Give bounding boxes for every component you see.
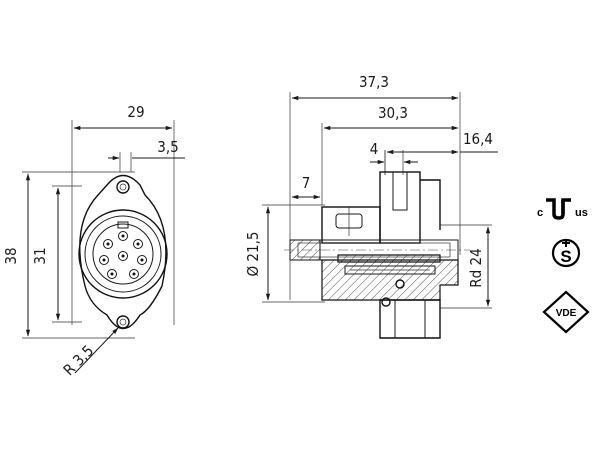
dim-offset-label: 3,5 xyxy=(157,138,178,156)
mounting-hole-bottom xyxy=(116,315,130,329)
front-view: 29 3,5 38 31 xyxy=(2,103,185,379)
outer-ring xyxy=(78,209,168,299)
contact-pin xyxy=(129,269,139,279)
certification-marks: c us S VDE xyxy=(537,198,590,334)
section-pin-mid xyxy=(337,254,441,263)
contact-dot xyxy=(121,234,125,238)
contact-pin xyxy=(99,255,109,265)
s-mark: S xyxy=(551,238,581,268)
contact-pins xyxy=(99,231,147,279)
radius-leader xyxy=(74,327,119,374)
mounting-hole-bottom-inner xyxy=(119,318,127,326)
contact-dot xyxy=(136,242,140,246)
rear-nut xyxy=(379,299,441,339)
ul-ru-glyph-icon xyxy=(546,198,571,220)
contact-pin xyxy=(118,231,128,241)
vde-label: VDE xyxy=(556,308,577,319)
dim-width-label: 29 xyxy=(127,103,144,121)
dim-height-31-label: 31 xyxy=(31,247,49,264)
ul-c-label: c xyxy=(537,207,543,219)
dim-height-38-label: 38 xyxy=(2,247,20,264)
o-ring-2 xyxy=(395,279,405,289)
flange-outline xyxy=(79,174,167,330)
dim-diameter-label: Ø 21,5 xyxy=(244,232,262,277)
rear-slot xyxy=(392,171,408,211)
dim-overall-length-label: 37,3 xyxy=(359,73,389,91)
ul-us-label: us xyxy=(575,207,588,219)
contact-pin xyxy=(133,239,143,249)
side-view: 37,3 30,3 16,4 4 7 Ø 21,5 Rd 24 xyxy=(244,73,498,339)
radius-label: R 3,5 xyxy=(60,342,98,380)
vde-diamond-icon xyxy=(542,290,590,334)
dim-rear-length-label: 16,4 xyxy=(463,130,493,148)
rear-housing-edge xyxy=(420,179,441,230)
contact-dot xyxy=(132,272,136,276)
inner-ring xyxy=(92,223,154,285)
contact-dot xyxy=(140,258,144,262)
contact-pin xyxy=(107,269,117,279)
middle-ring xyxy=(84,215,162,293)
contact-cavity xyxy=(344,265,436,275)
body-upper-front xyxy=(321,206,381,244)
contact-pin xyxy=(103,239,113,249)
contact-dot xyxy=(102,258,106,262)
vde-mark: VDE xyxy=(542,290,590,334)
o-ring xyxy=(381,297,391,307)
contact-dot xyxy=(121,254,125,258)
dim-body-length-label: 30,3 xyxy=(378,104,408,122)
key-notch xyxy=(117,221,129,229)
contact-dot xyxy=(110,272,114,276)
contact-pin xyxy=(118,251,128,261)
s-mark-letter: S xyxy=(560,247,571,266)
dim-step-label: 4 xyxy=(370,140,379,158)
contact-pin xyxy=(137,255,147,265)
mounting-hole-top xyxy=(116,180,130,194)
dim-thread-label: Rd 24 xyxy=(467,248,485,287)
ul-recognized-mark: c us xyxy=(537,198,588,220)
mounting-hole-top-inner xyxy=(119,183,127,191)
rear-housing-top xyxy=(379,171,421,244)
dim-flange-label: 7 xyxy=(302,174,311,192)
contact-dot xyxy=(106,242,110,246)
